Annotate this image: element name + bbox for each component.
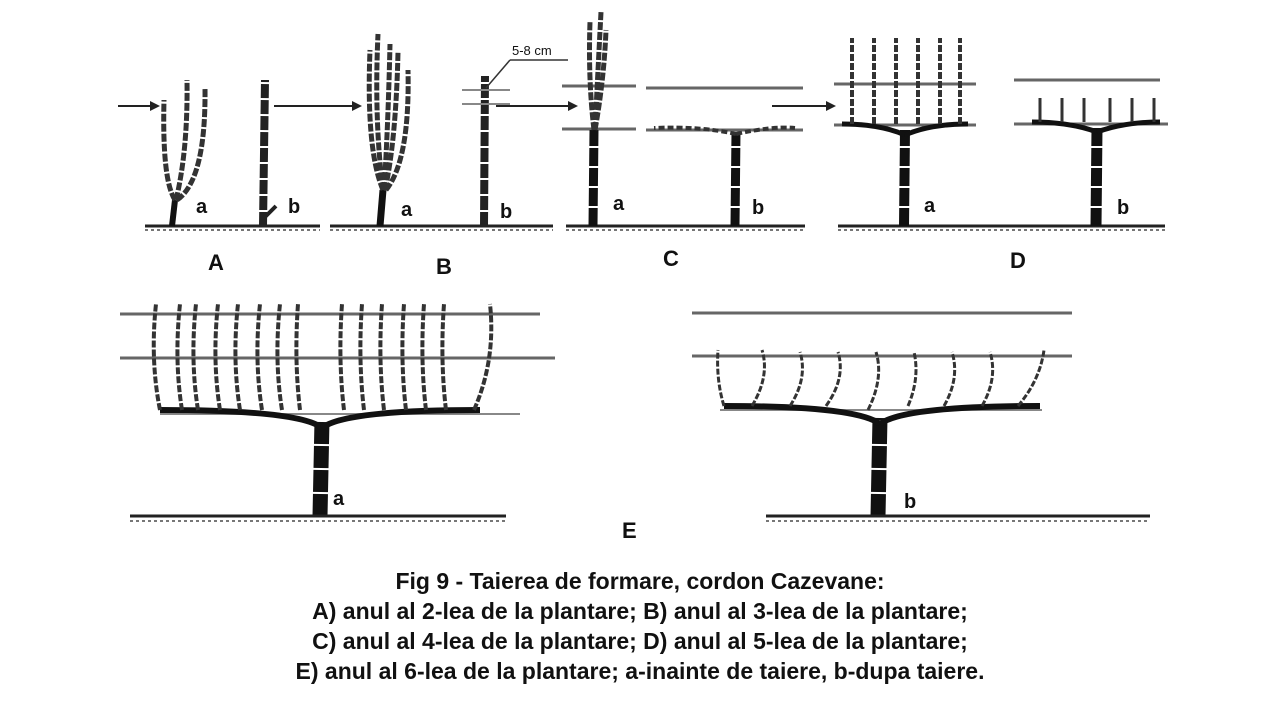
vine-shoot [382,51,401,191]
vine-stub [262,204,278,220]
vine-a-label: a [196,196,208,218]
vine-shoot [592,29,609,131]
vine-trunk [312,419,330,517]
vine-shoot [472,303,494,411]
vine-cane [480,75,489,227]
cordon-arm [320,407,481,431]
arrow-head [826,101,836,111]
vine-b-label: b [288,196,300,218]
caption-line: E) anul al 6-lea de la plantare; a-inain… [295,658,985,684]
vine-shoot [587,21,597,131]
vine-a-label: a [924,195,936,217]
vine-shoot [358,303,366,411]
spur [942,351,957,407]
spur [750,349,766,407]
vine-shoot [378,303,386,411]
vine-shoot [400,303,408,411]
arrow-head [352,101,362,111]
panel-label: C [663,246,679,271]
vine-trunk [1090,127,1103,227]
vine-shoot [275,303,284,411]
vine-trunk [376,189,387,227]
spur [788,351,804,407]
vine-shoot [338,303,346,411]
spur [1016,349,1046,407]
panel-label: B [436,254,452,279]
vine-b-label: b [1117,197,1129,219]
spur [980,351,995,407]
vine-shoot [255,303,264,411]
measure-label: 5-8 cm [512,43,552,58]
vine-shoot [374,33,386,191]
spur [906,351,918,407]
vine-shoot [294,303,302,411]
panel-E: a b E [120,303,1150,543]
cordon-arm [735,125,796,136]
vine-shoot [175,87,208,203]
arrow-head [568,101,578,111]
vine-a-label: a [401,199,413,221]
spur [716,349,726,407]
vine-trunk [588,129,599,227]
vine-shoot [381,43,393,191]
vine-trunk [870,417,888,517]
vine-trunk [169,199,178,227]
cordon-arm [723,403,882,427]
vine-shoot [161,99,178,202]
vine-shoot [191,303,200,411]
arrow-head [150,101,160,111]
vine-trunk [730,131,741,227]
vine-shoot [213,303,222,411]
cordon-arm [653,125,737,136]
vine-shoot [151,303,162,411]
cordon-arm [903,121,969,138]
vine-shoot [233,303,242,411]
panel-C: a b C [496,11,805,271]
spur [824,351,842,407]
vine-shoot [420,303,428,411]
caption-title: Fig 9 - Taierea de formare, cordon Cazev… [395,568,885,594]
panel-A: a b A [118,79,320,275]
cordon-arm [1096,119,1161,135]
panel-label: D [1010,248,1026,273]
panel-label: E [622,518,637,543]
vine-b-label: b [500,201,512,223]
vine-trunk [899,129,910,227]
vine-b-label: b [904,491,916,513]
panel-label: A [208,250,224,275]
vine-a-label: a [613,193,625,215]
caption-line: A) anul al 2-lea de la plantare; B) anul… [312,598,968,624]
cordon-arm [1031,119,1098,135]
spur [866,351,881,411]
vine-shoot [384,69,411,192]
caption-line: C) anul al 4-lea de la plantare; D) anul… [312,628,968,654]
cordon-arm [878,403,1041,427]
measure-leader [485,59,511,89]
vine-shoot [173,79,190,201]
vine-shoot [175,303,184,411]
vine-b-label: b [752,197,764,219]
vine-a-label: a [333,488,345,510]
panel-D: a b D [772,38,1168,273]
cordon-arm [841,121,907,138]
vine-cane [259,79,269,227]
cordon-arm [159,407,324,431]
figure-caption: Fig 9 - Taierea de formare, cordon Cazev… [0,566,1280,686]
vine-shoot [440,303,448,411]
panel-B: 5-8 cm a b B [274,33,568,279]
